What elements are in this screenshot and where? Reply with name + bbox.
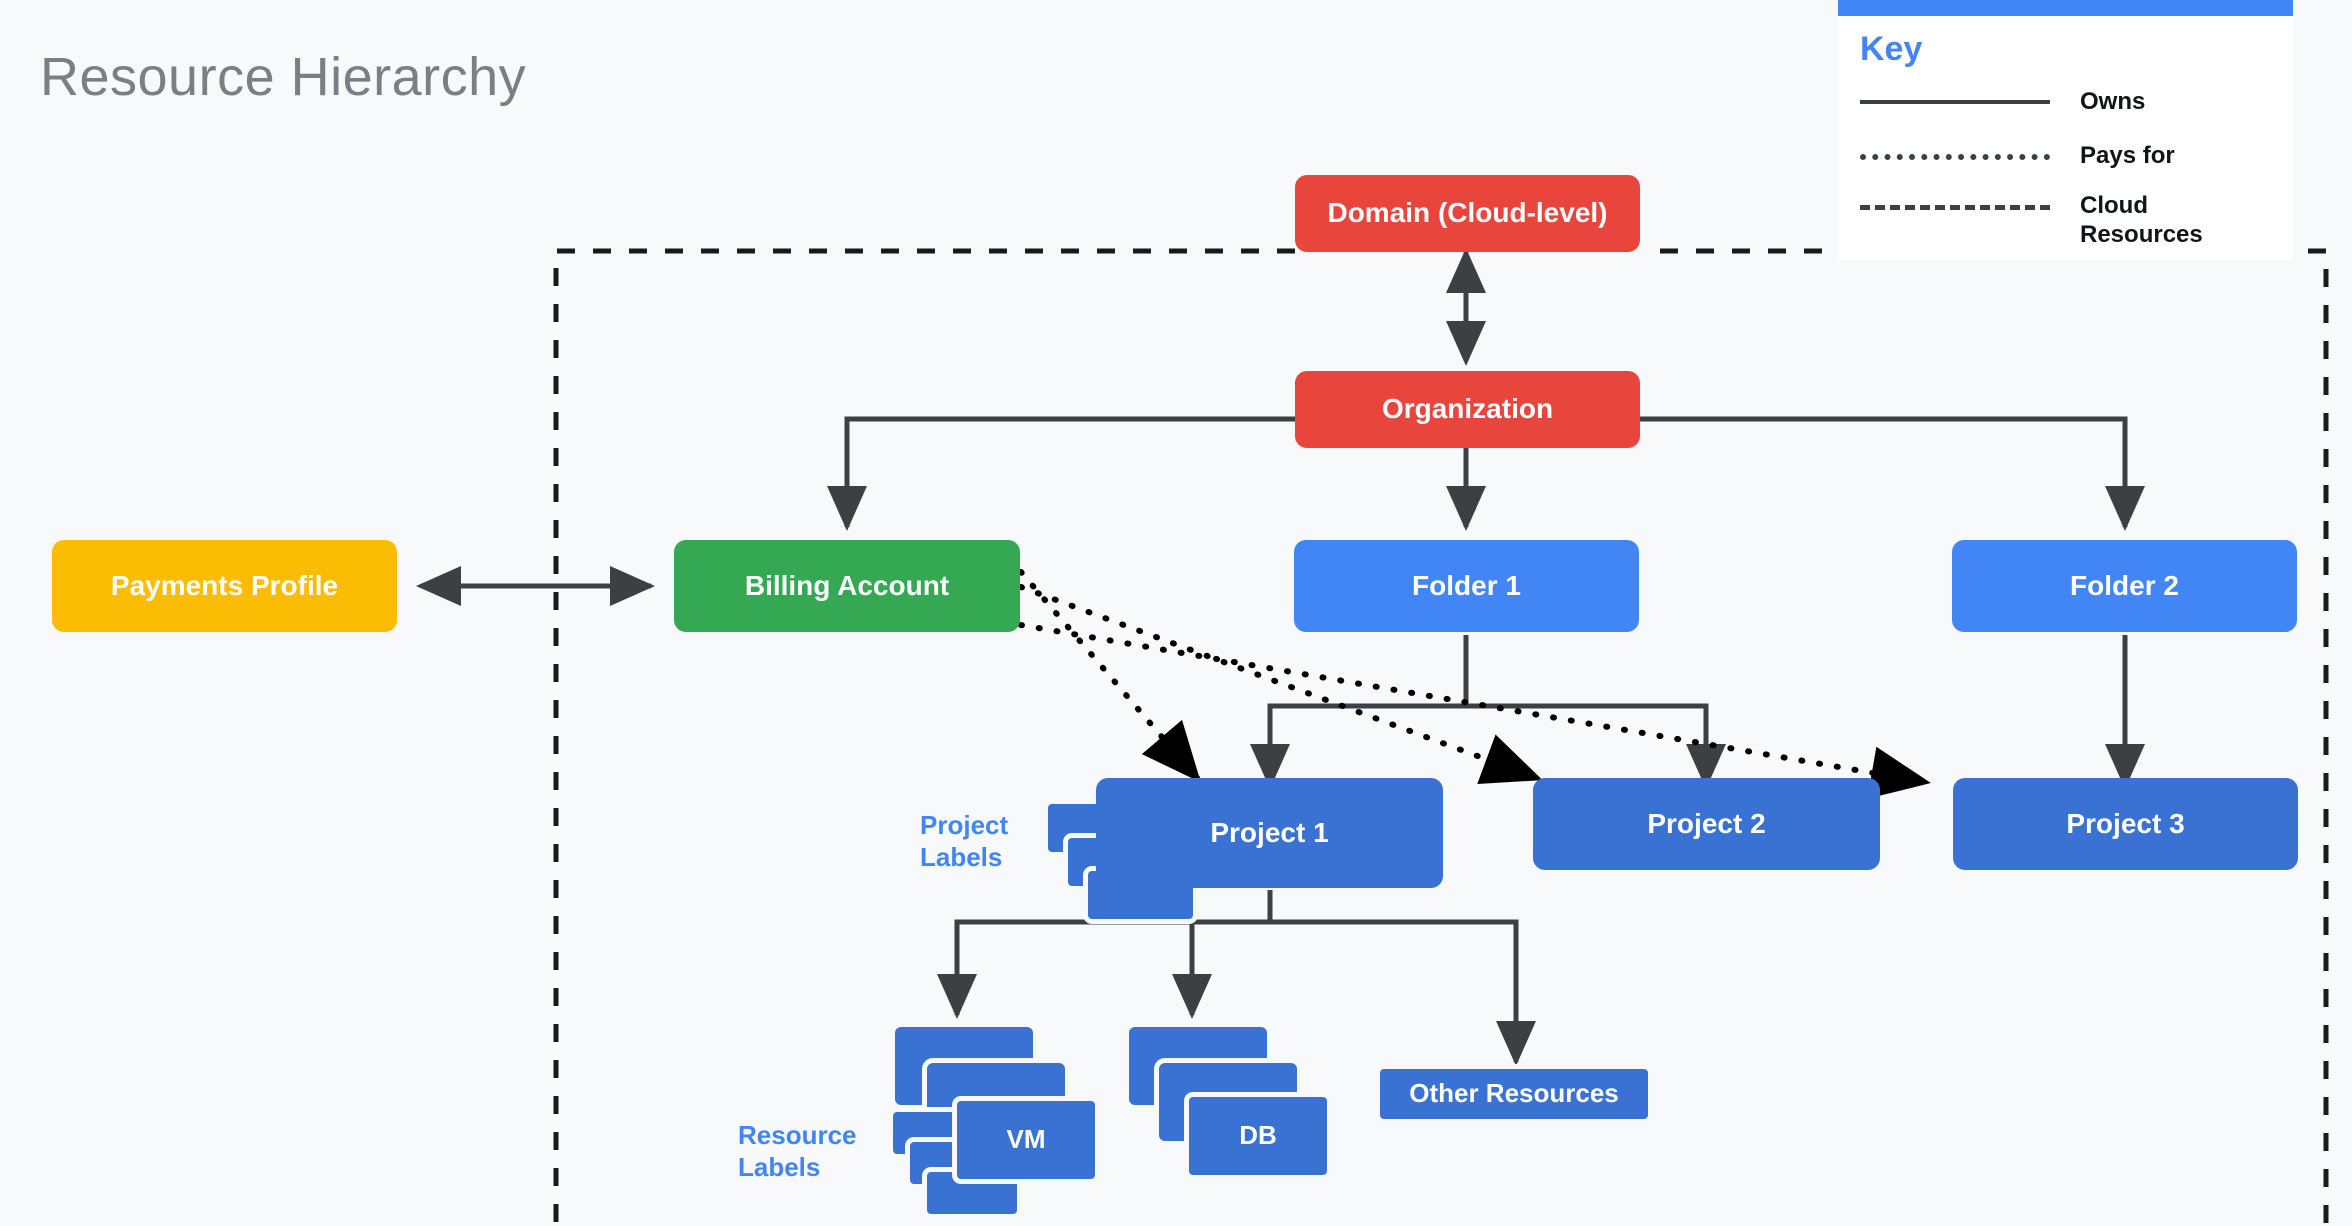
key-entry-owns-label: Owns [2080, 88, 2146, 116]
key-sample-solid-line-icon [1860, 100, 2050, 104]
project-labels-annotation: Project Labels [920, 810, 1009, 872]
node-other-resources[interactable]: Other Resources [1375, 1064, 1653, 1124]
node-project-2[interactable]: Project 2 [1533, 778, 1880, 870]
key-panel-title: Key [1860, 30, 1923, 68]
edge-billing-account-project1-pays-for [1018, 569, 1201, 783]
node-payments-profile-label: Payments Profile [110, 569, 339, 601]
key-entry-owns: Owns [1838, 75, 2293, 129]
edge-billing-account-project3-pays-for [1018, 622, 1931, 799]
node-folder-1[interactable]: Folder 1 [1294, 540, 1639, 632]
resource-labels-annotation: Resource Labels [738, 1120, 857, 1182]
node-folder-2-label: Folder 2 [2070, 569, 2179, 601]
node-project-2-label: Project 2 [1647, 807, 1766, 839]
node-billing-account-label: Billing Account [744, 569, 950, 601]
key-entry-pays-for-label: Pays for [2080, 142, 2175, 170]
node-project-1-label: Project 1 [1210, 816, 1329, 848]
node-domain-label: Domain (Cloud-level) [1327, 197, 1608, 229]
node-organization[interactable]: Organization [1295, 371, 1640, 448]
node-domain[interactable]: Domain (Cloud-level) [1295, 175, 1640, 252]
key-entry-pays-for: Pays for [1838, 129, 2293, 183]
key-panel-accent-bar [1838, 0, 2293, 16]
key-entry-cloud-resources: Cloud Resources [1838, 183, 2293, 250]
node-vm-label: VM [1006, 1124, 1046, 1155]
node-folder-1-label: Folder 1 [1412, 569, 1521, 601]
key-sample-dotted-line-icon [1860, 154, 2050, 160]
node-payments-profile[interactable]: Payments Profile [52, 540, 397, 632]
node-organization-label: Organization [1381, 393, 1554, 425]
node-folder-2[interactable]: Folder 2 [1952, 540, 2297, 632]
key-entry-list: Owns Pays for Cloud Resources [1838, 75, 2293, 250]
node-db-label: DB [1239, 1120, 1277, 1151]
key-entry-cloud-resources-label: Cloud Resources [2080, 192, 2203, 249]
node-other-resources-label: Other Resources [1409, 1078, 1619, 1109]
edge-folder1-project1 [1250, 635, 1469, 790]
node-project-3[interactable]: Project 3 [1953, 778, 2298, 870]
node-project-1[interactable]: Project 1 [1096, 778, 1443, 888]
edge-project1-db [1172, 919, 1270, 1020]
page-title: Resource Hierarchy [40, 47, 527, 107]
node-db[interactable]: DB [1184, 1092, 1332, 1180]
node-vm[interactable]: VM [952, 1096, 1100, 1184]
edge-project1-other-resources [1270, 919, 1536, 1067]
key-sample-dashed-line-icon [1860, 205, 2050, 210]
node-project-3-label: Project 3 [2066, 807, 2185, 839]
key-panel: Key Owns Pays for Cloud Resources [1838, 0, 2293, 260]
node-billing-account[interactable]: Billing Account [674, 540, 1020, 632]
edge-folder1-project2 [1466, 703, 1726, 790]
